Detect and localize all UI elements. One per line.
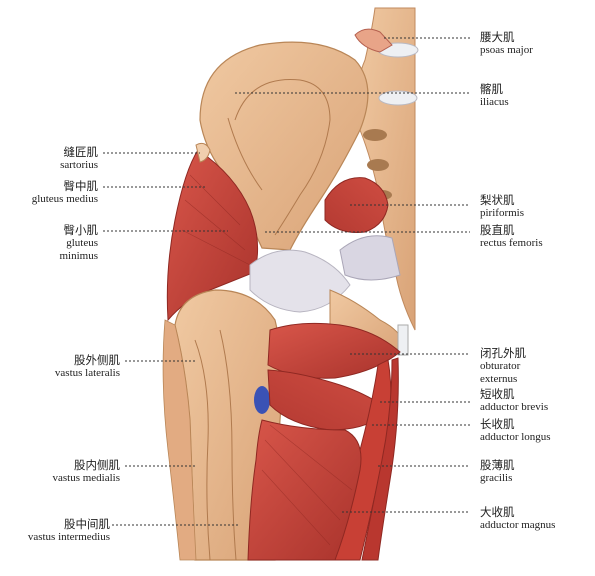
sacral-foramen-1 xyxy=(363,129,387,141)
iliacus-contour xyxy=(234,79,331,236)
adductor-magnus-muscle xyxy=(247,419,362,561)
label-adductor-longus: 长收肌 adductor longus xyxy=(480,417,551,444)
sacral-foramen-2 xyxy=(367,159,389,171)
leader-lines xyxy=(103,37,470,526)
label-gracilis: 股薄肌 gracilis xyxy=(480,458,515,485)
label-vastus-medialis: 股内侧肌 vastus medialis xyxy=(52,458,120,485)
vastus-lateralis-muscle xyxy=(162,319,197,561)
gluteus-medius-muscle xyxy=(166,149,259,322)
label-vastus-lateralis: 股外侧肌 vastus lateralis xyxy=(54,353,120,380)
vessel xyxy=(254,386,270,414)
label-psoas-major: 腰大肌 psoas major xyxy=(480,30,533,57)
pubic-symphysis xyxy=(397,324,409,356)
label-iliacus: 髂肌 iliacus xyxy=(480,82,509,109)
sartorius-muscle xyxy=(195,142,211,163)
psoas-origin xyxy=(354,28,393,53)
label-adductor-magnus: 大收肌 adductor magnus xyxy=(480,505,556,532)
label-gluteus-minimus: 臀小肌 gluteus minimus xyxy=(59,223,98,262)
label-obturator-externus: 闭孔外肌 obturator externus xyxy=(480,346,526,385)
label-rectus-femoris: 股直肌 rectus femoris xyxy=(480,223,543,250)
label-sartorius: 缝匠肌 sartorius xyxy=(60,145,98,172)
label-piriformis: 梨状肌 piriformis xyxy=(480,193,524,220)
joint-capsule xyxy=(249,249,351,313)
label-vastus-intermedius: 股中间肌 vastus intermedius xyxy=(27,517,110,544)
gracilis-muscle xyxy=(361,357,399,561)
label-gluteus-medius: 臀中肌 gluteus medius xyxy=(31,179,98,206)
label-adductor-brevis: 短收肌 adductor brevis xyxy=(480,387,549,414)
disc-2 xyxy=(378,90,418,106)
ligament xyxy=(339,235,401,281)
